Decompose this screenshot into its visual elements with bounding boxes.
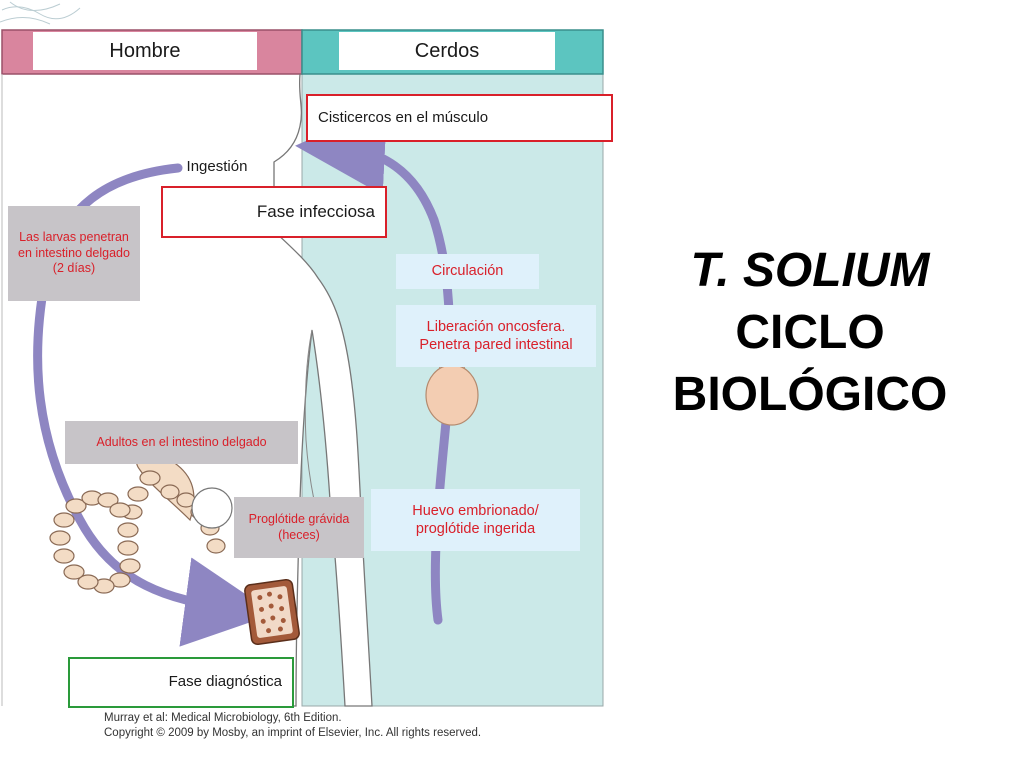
citation-line-2: Copyright © 2009 by Mosby, an imprint of… [104, 727, 482, 739]
proglotide-note: Proglótide grávida (heces) [234, 497, 364, 558]
liberacion-note: Liberación oncosfera. Penetra pared inte… [396, 305, 596, 367]
main-title: T. SOLIUM CICLO BIOLÓGICO [640, 240, 980, 426]
adultos-note: Adultos en el intestino delgado [65, 421, 298, 464]
adult-tapeworm-icon [49, 453, 226, 594]
title-line-3: BIOLÓGICO [672, 368, 948, 421]
fase-infecciosa-box: Fase infecciosa [161, 186, 387, 238]
hombre-header-label: Hombre [33, 32, 257, 70]
gravid-proglottid-icon [244, 578, 300, 646]
corner-sketch-decoration [0, 1, 81, 25]
citation-line-1: Murray et al: Medical Microbiology, 6th … [104, 712, 342, 724]
scolex-inset-circle [191, 487, 233, 529]
fase-diagnostica-box: Fase diagnóstica [68, 657, 294, 708]
human-arm-contour [304, 329, 315, 501]
cerdos-header-label: Cerdos [339, 32, 555, 70]
cycle-arrow-left [33, 163, 275, 647]
huevo-note: Huevo embrionado/ proglótide ingerida [371, 489, 580, 551]
larvas-note: Las larvas penetran en intestino delgado… [8, 206, 140, 301]
ingestion-label: Ingestión [186, 157, 248, 175]
source-citation: Murray et al: Medical Microbiology, 6th … [104, 711, 481, 741]
title-line-2: CICLO [735, 306, 885, 359]
cisticercos-box: Cisticercos en el músculo [306, 94, 613, 142]
title-line-1: T. SOLIUM [690, 244, 930, 297]
circulacion-note: Circulación [396, 254, 539, 289]
